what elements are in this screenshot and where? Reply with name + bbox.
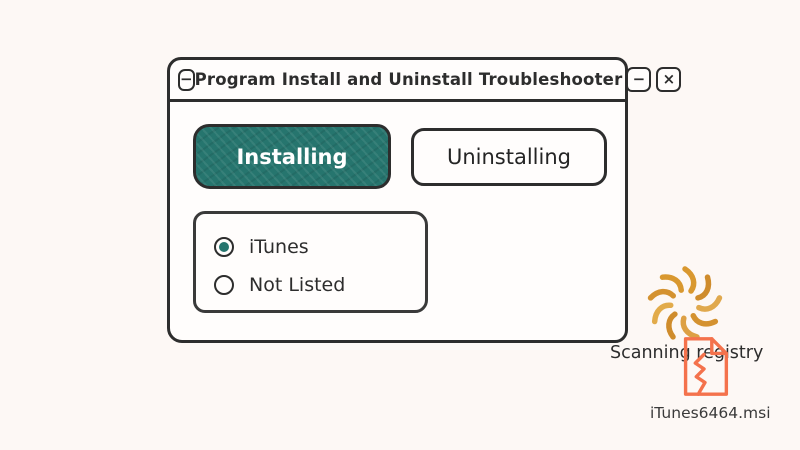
radio-label-not-listed: Not Listed — [249, 274, 346, 296]
radio-option-not-listed[interactable]: Not Listed — [214, 266, 425, 304]
window-title: Program Install and Uninstall Troublesho… — [194, 70, 623, 89]
program-list: iTunes Not Listed — [193, 211, 428, 313]
tab-installing[interactable]: Installing — [193, 124, 391, 189]
tab-uninstalling-label: Uninstalling — [446, 145, 571, 169]
close-button[interactable]: × — [656, 67, 682, 92]
installer-file[interactable]: iTunes6464.msi — [650, 334, 771, 422]
radio-unselected-icon — [214, 275, 234, 295]
broken-file-icon — [683, 337, 729, 396]
close-icon: × — [662, 70, 676, 88]
radio-label-itunes: iTunes — [249, 236, 309, 258]
titlebar: − Program Install and Uninstall Troubles… — [170, 60, 682, 102]
file-name: iTunes6464.msi — [650, 404, 771, 422]
spinner-icon — [645, 263, 725, 345]
radio-option-itunes[interactable]: iTunes — [214, 228, 425, 266]
troubleshooter-window: − Program Install and Uninstall Troubles… — [167, 57, 763, 363]
minimize-button[interactable]: − — [626, 67, 652, 92]
tab-installing-label: Installing — [236, 144, 348, 169]
minimize-icon: − — [632, 70, 646, 88]
tab-uninstalling[interactable]: Uninstalling — [411, 128, 607, 186]
window-menu-button[interactable]: − — [178, 68, 195, 91]
dash-icon: − — [180, 70, 193, 88]
radio-selected-icon — [214, 237, 234, 257]
